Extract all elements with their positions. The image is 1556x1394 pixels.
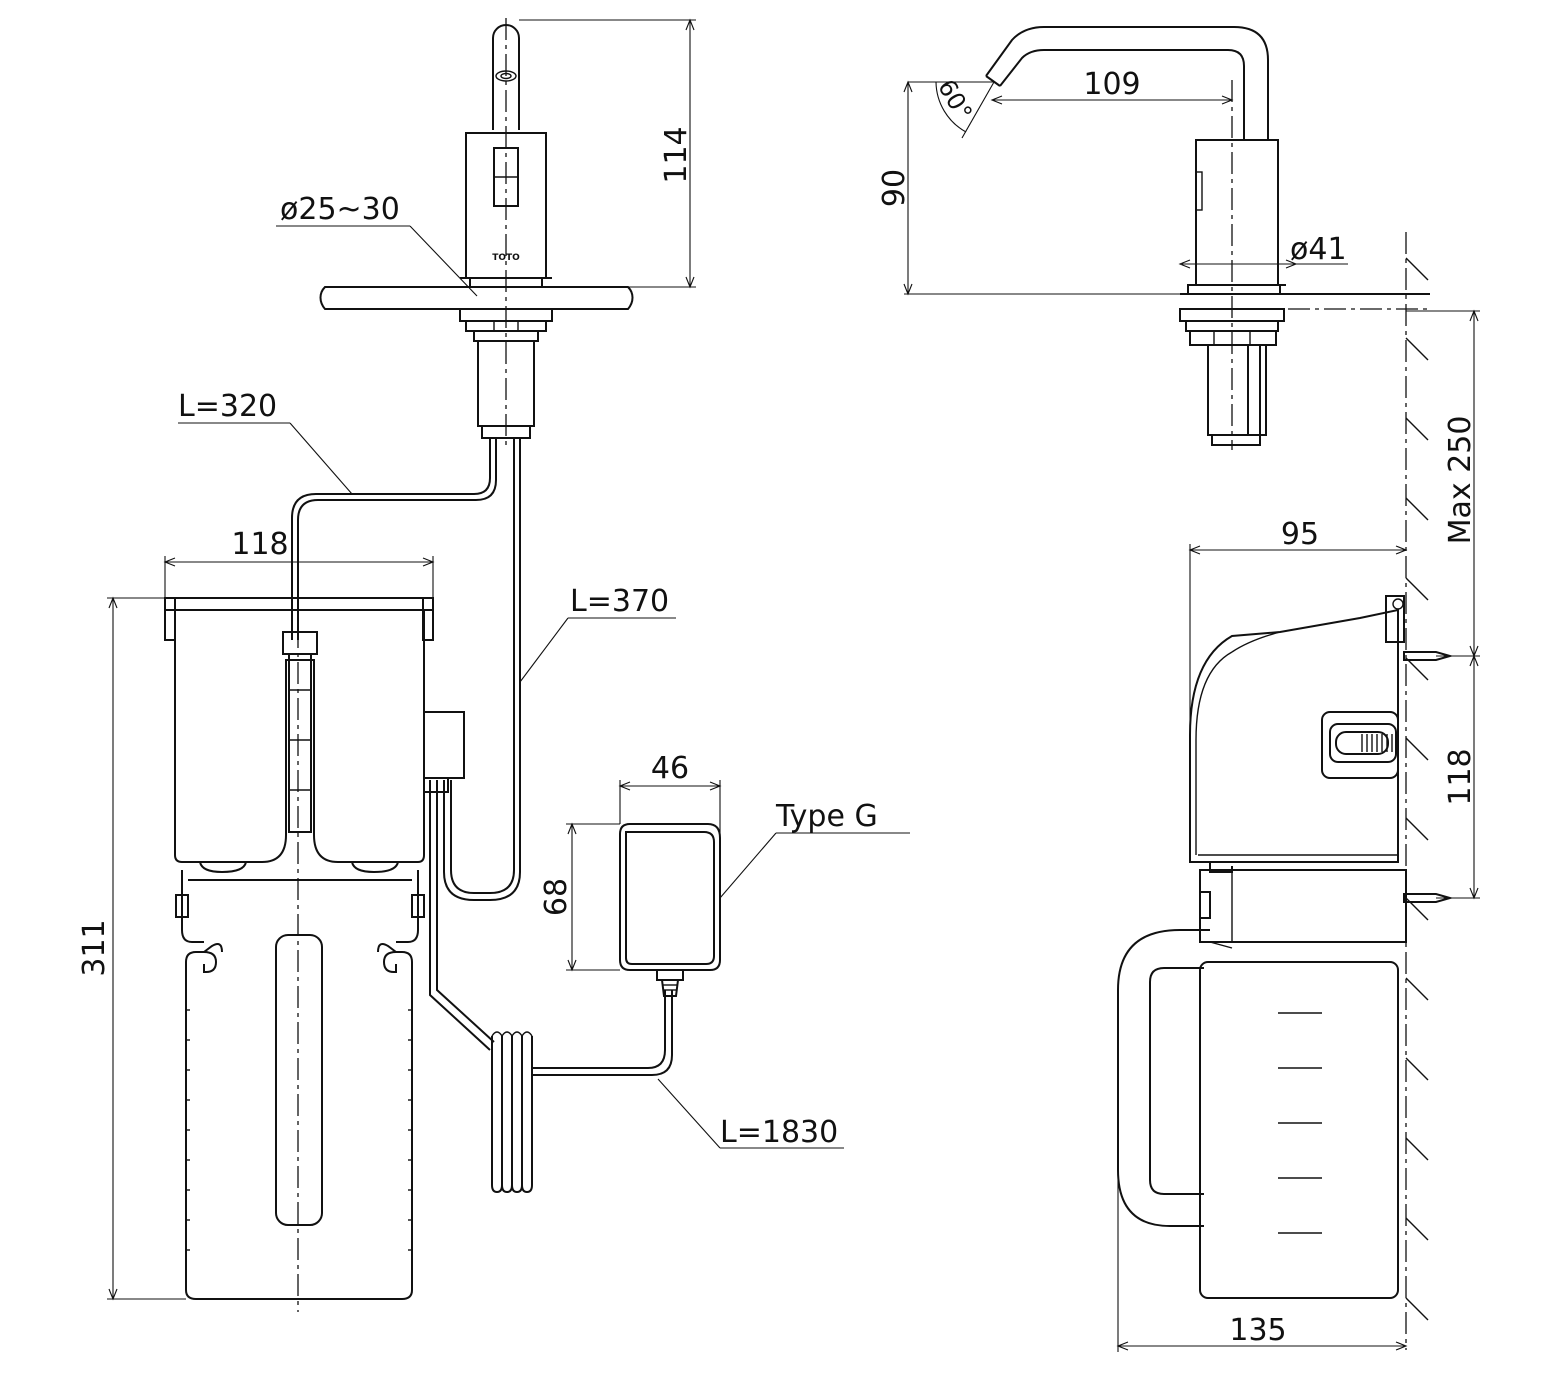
dim-faucet-height: 114 [659,126,694,183]
connector-teeth [1361,734,1393,752]
side-dimensions: 109 60° 90 ø41 Max 250 95 118 135 [877,67,1480,1352]
side-wall [1405,232,1429,1350]
brand-logo: TOTO [492,253,520,263]
side-control-box [1189,595,1480,949]
dim-cable-valve: L=370 [570,584,669,619]
front-ac-adapter [619,823,721,997]
dim-spout-height: 90 [877,169,912,207]
front-faucet: TOTO [319,18,634,445]
dim-cable-sensor: L=320 [178,389,277,424]
dim-adapter-width: 46 [651,751,689,786]
dim-mount-depth: Max 250 [1443,416,1478,545]
dim-box-depth: 95 [1281,517,1319,552]
dim-box-height: 311 [77,919,112,976]
front-control-box [164,597,465,943]
dim-tank-depth: 135 [1229,1313,1286,1348]
dim-cable-power: L=1830 [720,1115,838,1150]
dim-box-width: 118 [231,527,288,562]
dim-hole-diameter: ø25~30 [280,192,400,227]
front-dimensions: 114 ø25~30 L=320 L=370 118 311 46 [77,18,910,1301]
dim-bracket-spacing: 118 [1443,748,1478,805]
dim-adapter-height: 68 [539,878,574,916]
front-cables [291,438,673,1194]
front-tank [185,590,413,1312]
side-tank [1117,929,1399,1299]
wall-hatching [1405,257,1429,1321]
label-adapter-type: Type G [775,799,878,834]
dim-body-diameter: ø41 [1290,232,1347,267]
tank-ribs [186,1009,412,1251]
side-faucet [985,26,1430,450]
dim-spout-reach: 109 [1083,67,1140,102]
